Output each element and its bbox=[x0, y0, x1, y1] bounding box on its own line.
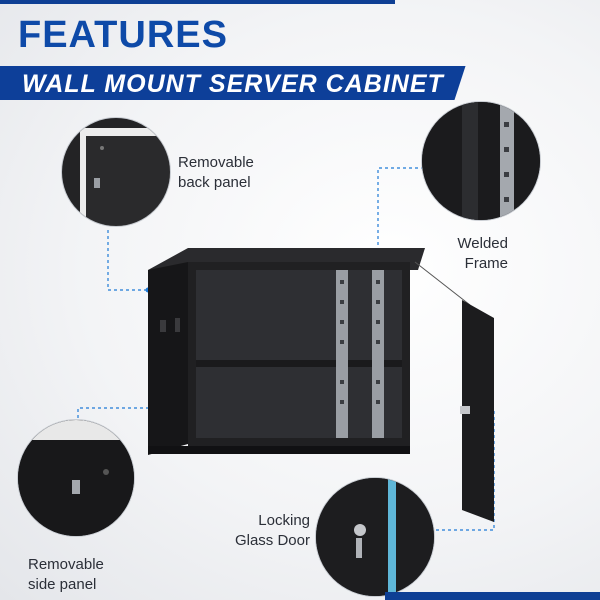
top-accent-line bbox=[0, 0, 395, 4]
label-side-panel: Removable side panel bbox=[28, 555, 104, 595]
circle-side-panel bbox=[18, 420, 134, 536]
circle-back-panel bbox=[62, 118, 170, 226]
cabinet-shelf bbox=[196, 360, 402, 367]
glass-door bbox=[462, 300, 494, 522]
rail-right bbox=[372, 270, 384, 438]
label-welded-frame-line2: Frame bbox=[464, 255, 508, 272]
bottom-accent-bar bbox=[385, 592, 600, 600]
label-welded-frame-line1: Welded bbox=[457, 235, 508, 252]
label-locking-door-line2: Glass Door bbox=[234, 532, 310, 549]
leader-back-panel bbox=[107, 230, 148, 291]
label-back-panel-line2: back panel bbox=[178, 174, 251, 191]
circle-welded-frame bbox=[422, 102, 540, 220]
label-locking-door-line1: Locking bbox=[258, 512, 310, 529]
glass-area bbox=[196, 270, 402, 438]
side-latch bbox=[175, 318, 180, 332]
banner-title: WALL MOUNT SERVER CABINET bbox=[22, 70, 444, 98]
label-back-panel: Removable back panel bbox=[178, 153, 254, 193]
rail-left bbox=[336, 270, 348, 438]
label-locking-door: Locking Glass Door bbox=[222, 511, 310, 551]
circle-locking-door bbox=[316, 478, 434, 596]
page-title: FEATURES bbox=[18, 14, 228, 56]
door-lock bbox=[460, 406, 470, 414]
cabinet-base bbox=[148, 446, 410, 454]
label-side-panel-line1: Removable bbox=[28, 556, 104, 573]
side-vent bbox=[160, 320, 166, 332]
cabinet-side-panel bbox=[148, 262, 188, 455]
label-back-panel-line1: Removable bbox=[178, 154, 254, 171]
door-hinge-line bbox=[414, 261, 471, 306]
label-side-panel-line2: side panel bbox=[28, 576, 97, 593]
label-welded-frame: Welded Frame bbox=[448, 234, 508, 274]
